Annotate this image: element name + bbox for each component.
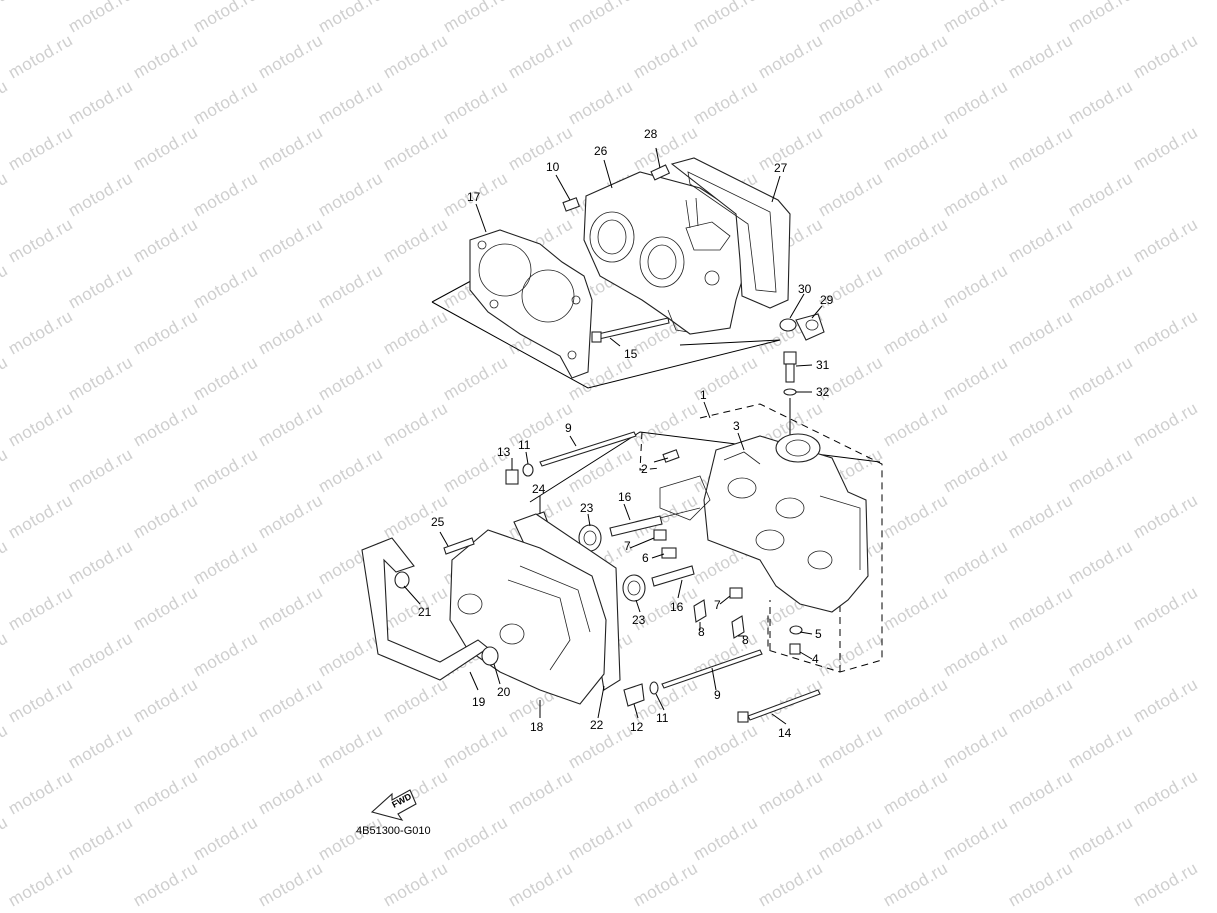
callout-5: 5 — [815, 627, 822, 641]
callout-2: 2 — [641, 462, 648, 476]
callout-11-upper: 11 — [518, 438, 531, 452]
dowel-pin-28 — [650, 164, 671, 181]
callout-15: 15 — [624, 347, 638, 361]
callout-32: 32 — [816, 385, 830, 399]
seal-23-lower — [622, 574, 646, 602]
plug-29 — [795, 313, 825, 341]
callout-14: 14 — [778, 726, 792, 740]
guide-16-lower — [651, 565, 695, 587]
callout-12: 12 — [630, 720, 644, 734]
callout-6: 6 — [642, 551, 649, 565]
bolt-4 — [789, 643, 801, 655]
callout-27: 27 — [774, 161, 788, 175]
nut-12 — [623, 683, 645, 707]
callout-11-lower: 11 — [656, 711, 669, 725]
callout-30: 30 — [798, 282, 812, 296]
washer-11-lower — [649, 681, 659, 695]
nut-13 — [505, 469, 519, 485]
cylinder-gasket-17 — [469, 229, 593, 379]
stud-bolt-9-upper — [539, 431, 637, 467]
callout-10: 10 — [546, 160, 560, 174]
callout-29: 29 — [820, 293, 834, 307]
callout-8-left: 8 — [698, 625, 705, 639]
clamp-20 — [481, 646, 499, 666]
callout-16-lower: 16 — [670, 600, 684, 614]
cylinder-head-1 — [651, 433, 869, 613]
callout-26: 26 — [594, 144, 608, 158]
washer-32 — [783, 388, 797, 396]
spring-8-left — [693, 599, 707, 623]
callout-18: 18 — [530, 720, 544, 734]
callout-9-lower: 9 — [714, 688, 721, 702]
bolt-25 — [443, 537, 475, 555]
callout-21: 21 — [418, 605, 432, 619]
pin-10 — [562, 197, 580, 212]
callout-3: 3 — [733, 419, 740, 433]
callouts: 28 26 10 27 17 30 29 15 31 32 1 9 3 13 1… — [418, 127, 834, 740]
guide-16-upper — [609, 515, 663, 537]
plug-7-upper — [653, 529, 667, 541]
callout-23-lower: 23 — [632, 613, 646, 627]
washer-5 — [789, 625, 803, 635]
callout-28: 28 — [644, 127, 658, 141]
callout-17: 17 — [467, 190, 481, 204]
callout-23-upper: 23 — [580, 501, 594, 515]
callout-16-upper: 16 — [618, 490, 632, 504]
callout-1: 1 — [700, 388, 707, 402]
base-gasket-27 — [670, 157, 791, 309]
fitting-6 — [661, 547, 677, 559]
callout-24: 24 — [532, 482, 546, 496]
diagram-code: 4B51300-G010 — [356, 825, 431, 837]
callout-7-lower: 7 — [714, 598, 721, 612]
callout-8-right: 8 — [742, 633, 749, 647]
bolt-14 — [737, 689, 821, 723]
o-ring-30 — [779, 318, 797, 332]
callout-19: 19 — [472, 695, 486, 709]
callout-22: 22 — [590, 718, 604, 732]
plug-7-lower — [729, 587, 743, 599]
washer-11-upper — [522, 463, 534, 477]
fwd-arrow-icon: FWD — [370, 789, 417, 821]
cylinder-block-26 — [583, 171, 747, 335]
spring-8-right — [731, 615, 745, 639]
callout-4: 4 — [812, 652, 819, 666]
callout-25: 25 — [431, 515, 445, 529]
clamp-21 — [394, 571, 410, 589]
temperature-sensor-31 — [783, 351, 797, 383]
callout-31: 31 — [816, 358, 830, 372]
dowel-2 — [662, 449, 680, 463]
bolt-15 — [591, 317, 670, 343]
callout-13: 13 — [497, 445, 511, 459]
breather-hose-19 — [361, 537, 489, 681]
callout-20: 20 — [497, 685, 511, 699]
callout-9-upper: 9 — [565, 421, 572, 435]
leader-lines — [403, 147, 823, 725]
callout-7-upper: 7 — [624, 539, 631, 553]
